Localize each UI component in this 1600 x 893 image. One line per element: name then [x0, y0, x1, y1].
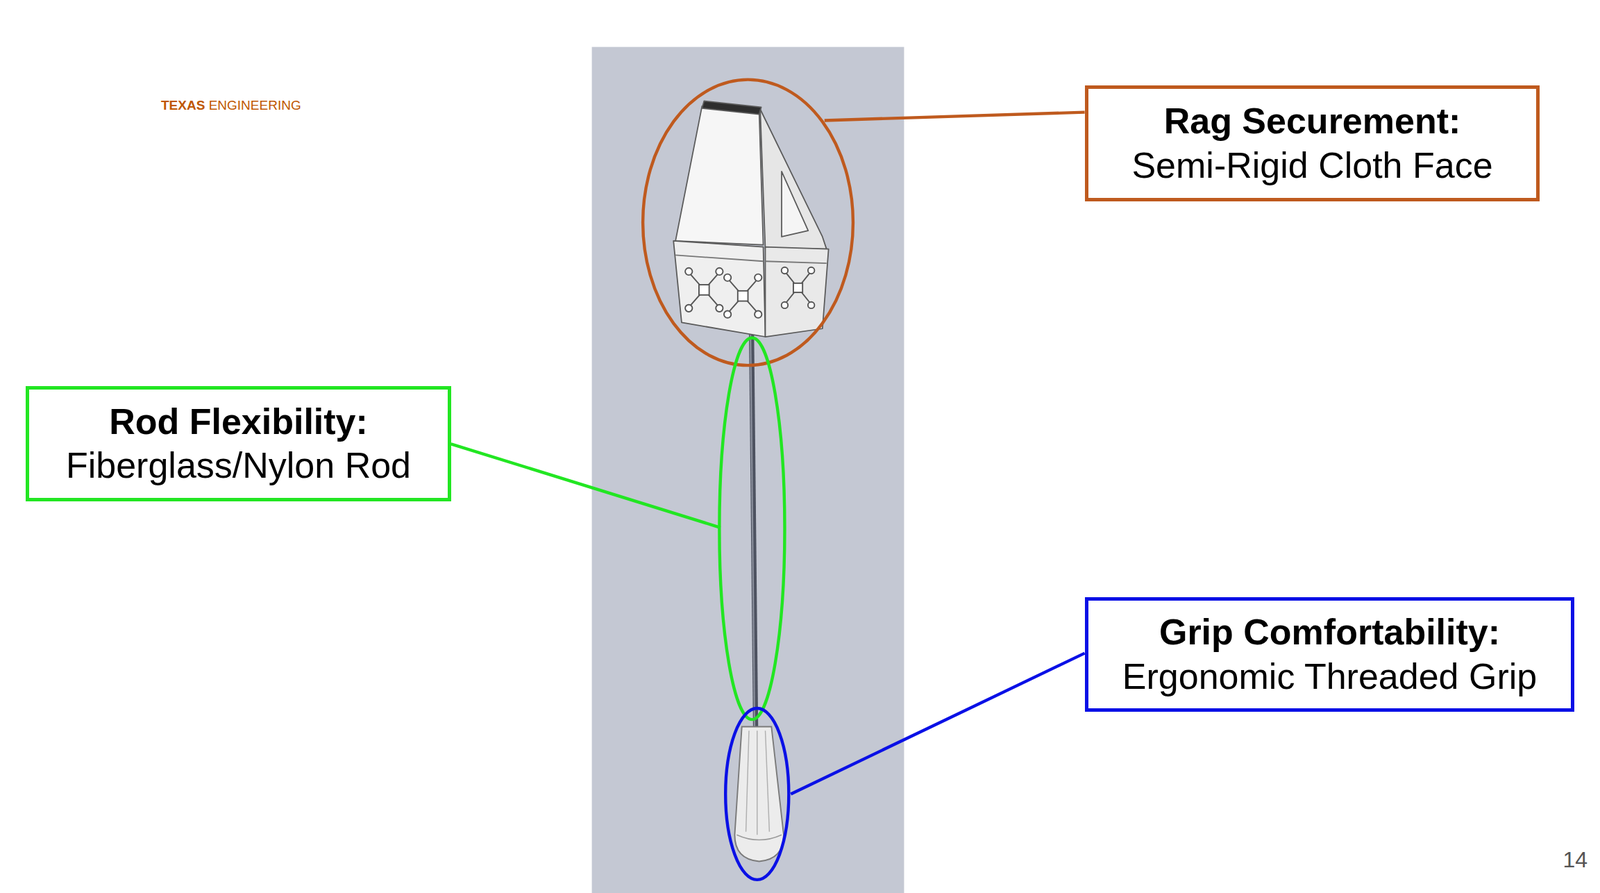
highlight-ellipse: [725, 708, 789, 880]
logo-word-bold: TEXAS: [161, 97, 205, 113]
callout-body: Fiberglass/Nylon Rod: [65, 443, 411, 488]
highlight-ellipse: [642, 79, 854, 366]
callout-box: Rod Flexibility:Fiberglass/Nylon Rod: [25, 385, 452, 502]
page-number: 14: [1562, 846, 1588, 873]
callout-body: Semi-Rigid Cloth Face: [1131, 143, 1493, 188]
callout-heading: Rag Securement:: [1164, 99, 1462, 143]
callout-body: Ergonomic Threaded Grip: [1122, 654, 1537, 699]
highlight-ellipse: [719, 337, 785, 720]
leader-line: [824, 112, 1085, 121]
callout-heading: Grip Comfortability:: [1159, 610, 1501, 654]
cloth-face-head: [673, 101, 829, 338]
rod-highlight: [750, 334, 755, 727]
x-fastener-pattern: [685, 267, 815, 318]
background-band: [592, 47, 905, 893]
leader-line: [451, 443, 721, 528]
logo-text: TEXASENGINEERING: [161, 97, 302, 114]
callout-box: Grip Comfortability:Ergonomic Threaded G…: [1084, 596, 1575, 712]
callout-box: Rag Securement:Semi-Rigid Cloth Face: [1084, 85, 1540, 202]
grip: [734, 726, 784, 861]
leader-line: [790, 653, 1085, 795]
callout-heading: Rod Flexibility:: [108, 399, 368, 444]
logo-word: ENGINEERING: [208, 97, 302, 113]
